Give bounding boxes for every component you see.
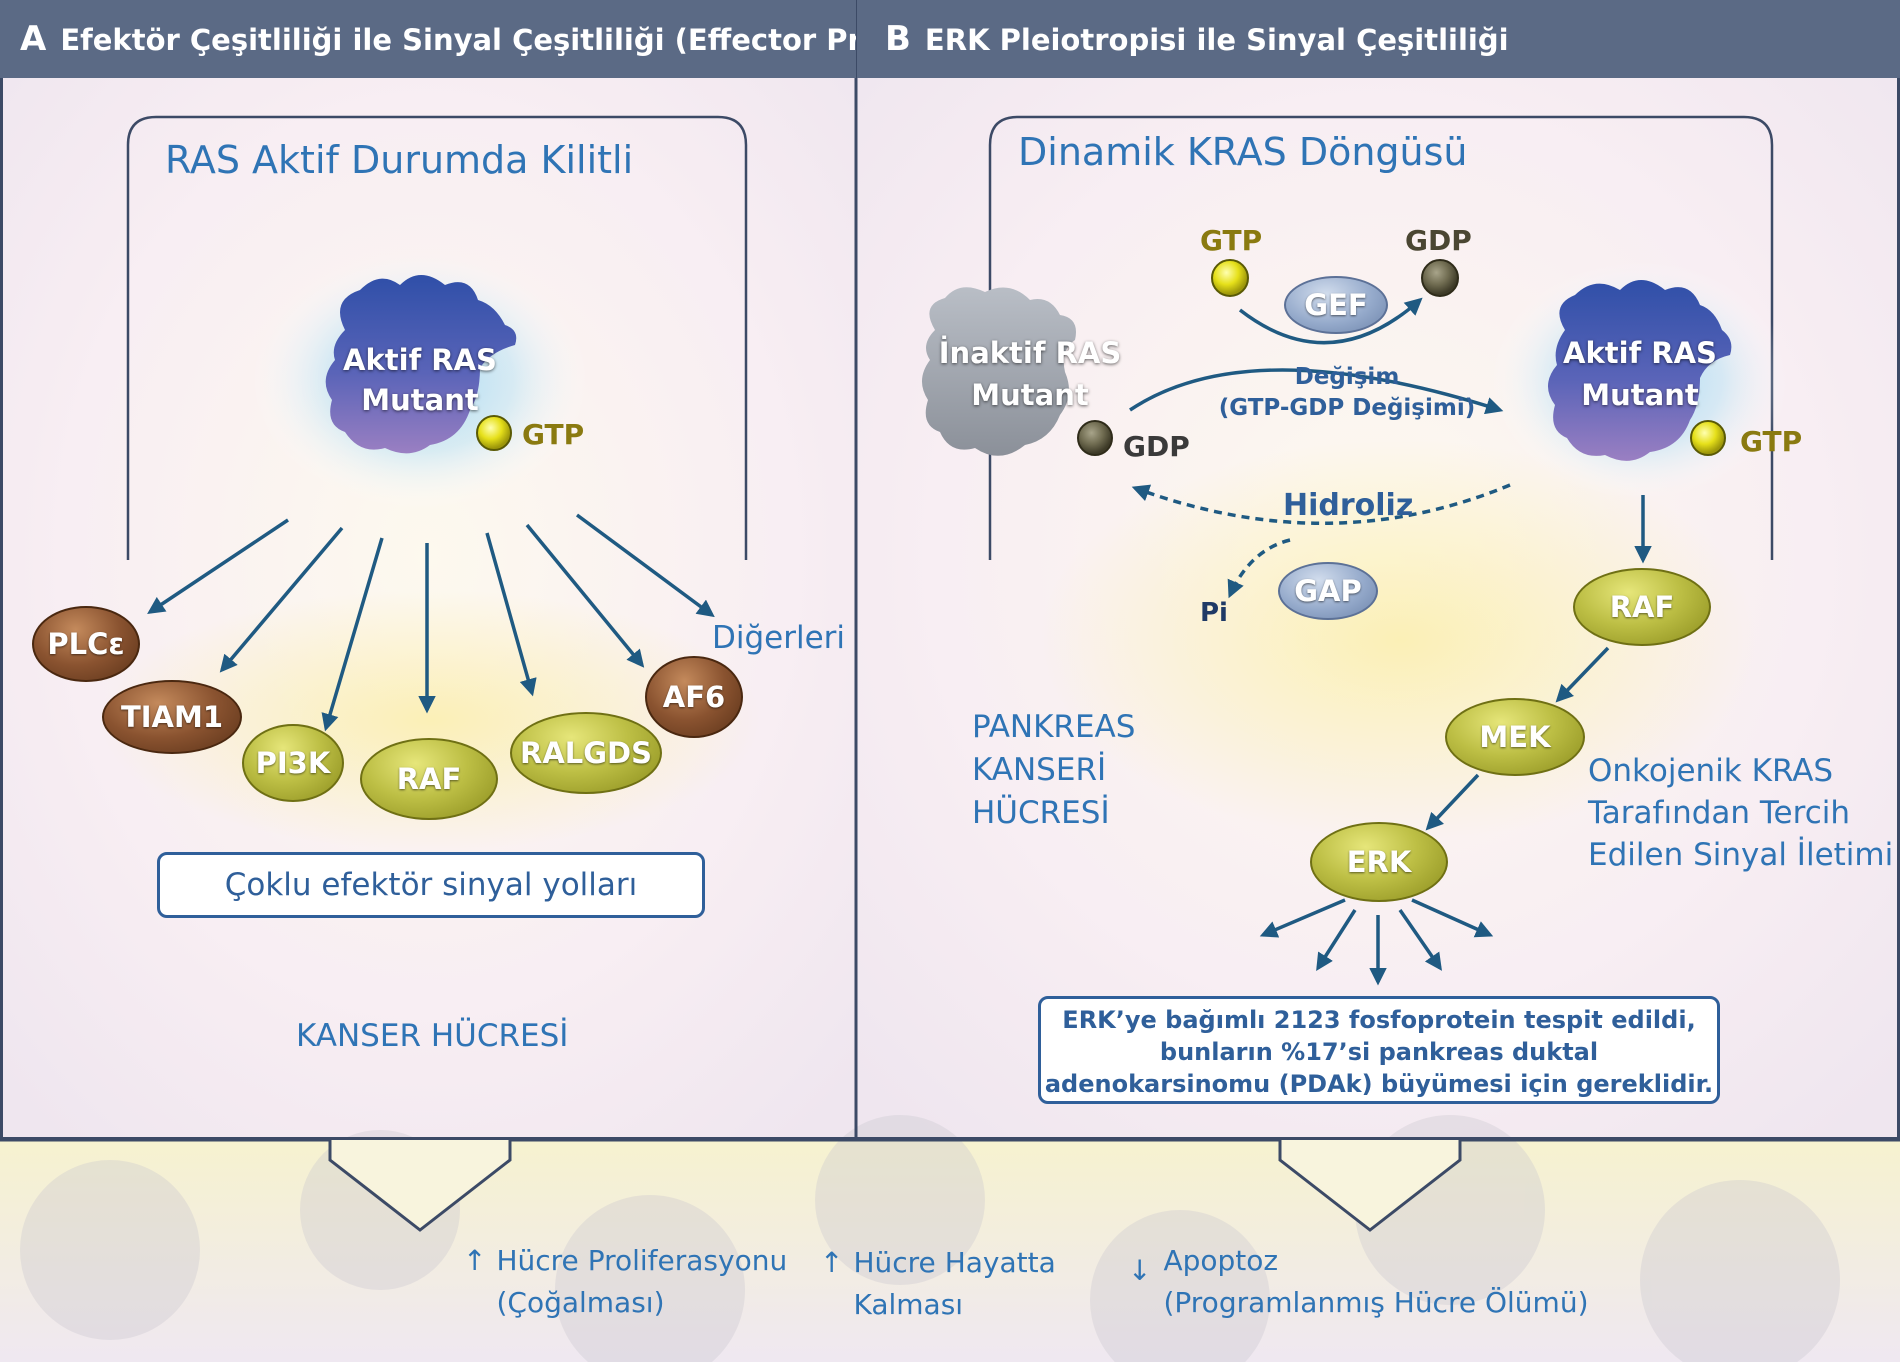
others-label: Diğerleri	[712, 620, 846, 656]
down-arrow-icon: ↓	[1128, 1254, 1152, 1287]
mek-node: MEK	[1445, 698, 1585, 776]
outcome-survival: ↑ Hücre Hayatta Kalması	[820, 1242, 1056, 1326]
gtp-label-a: GTP	[522, 418, 585, 451]
gdp-top-label: GDP	[1405, 224, 1472, 257]
pi-label: Pi	[1200, 598, 1228, 628]
erk-node: ERK	[1310, 822, 1448, 902]
exchange-label: Değişim (GTP-GDP Değişimi)	[1218, 364, 1476, 421]
active-ras-shape-b	[1547, 280, 1732, 461]
up-arrow-icon: ↑	[463, 1244, 487, 1277]
effector-ralgds: RALGDS	[510, 712, 662, 794]
outcome-apoptosis: ↓ Apoptoz (Programlanmış Hücre Ölümü)	[1128, 1244, 1589, 1319]
cancer-cell-label: KANSER HÜCRESİ	[296, 1018, 569, 1054]
panel-a-letter: A	[20, 19, 47, 59]
effector-plce: PLCε	[32, 606, 140, 682]
panel-a-title: Efektör Çeşitliliği ile Sinyal Çeşitlili…	[60, 23, 856, 57]
pathways-box: Çoklu efektör sinyal yolları	[157, 852, 705, 918]
inactive-ras-label: İnaktif RAS Mutant	[938, 336, 1122, 412]
effector-tiam1: TIAM1	[102, 680, 242, 754]
active-ras-label-b: Aktif RAS Mutant	[1563, 336, 1717, 412]
effector-af6: AF6	[645, 656, 743, 738]
panel-b-title: ERK Pleiotropisi ile Sinyal Çeşitliliği	[924, 23, 1509, 57]
raf-node-b: RAF	[1573, 568, 1711, 646]
panel-a-header: A Efektör Çeşitliliği ile Sinyal Çeşitlil…	[0, 0, 856, 78]
outcome-proliferation: ↑ Hücre Proliferasyonu (Çoğalması)	[463, 1240, 787, 1324]
gtp-active-label: GTP	[1740, 425, 1803, 458]
panel-b-letter: B	[885, 19, 911, 59]
panel-b-box-title: Dinamik KRAS Döngüsü	[1018, 130, 1468, 174]
active-ras-label-a: Aktif RAS Mutant	[343, 343, 497, 417]
active-ras-shape-a	[325, 275, 517, 454]
gap-node: GAP	[1278, 562, 1378, 620]
gef-node: GEF	[1284, 276, 1388, 334]
panel-a-box-title: RAS Aktif Durumda Kilitli	[165, 138, 634, 182]
gtp-top-label: GTP	[1200, 224, 1263, 257]
erk-info-box: ERK’ye bağımlı 2123 fosfoprotein tespit …	[1038, 996, 1720, 1104]
preferred-signaling-label: Onkojenik KRAS Tarafından Tercih Edilen …	[1588, 753, 1894, 873]
inactive-ras-shape	[921, 287, 1076, 456]
pancreatic-cell-label: PANKREAS KANSERİ HÜCRESİ	[972, 709, 1136, 831]
up-arrow-icon: ↑	[820, 1246, 844, 1279]
gdp-inactive-label: GDP	[1123, 430, 1190, 463]
panel-b-header: B ERK Pleiotropisi ile Sinyal Çeşitliliği	[857, 0, 1900, 78]
effector-pi3k: PI3K	[242, 724, 344, 802]
hydrolysis-label: Hidroliz	[1283, 488, 1414, 523]
effector-raf-a: RAF	[360, 738, 498, 820]
